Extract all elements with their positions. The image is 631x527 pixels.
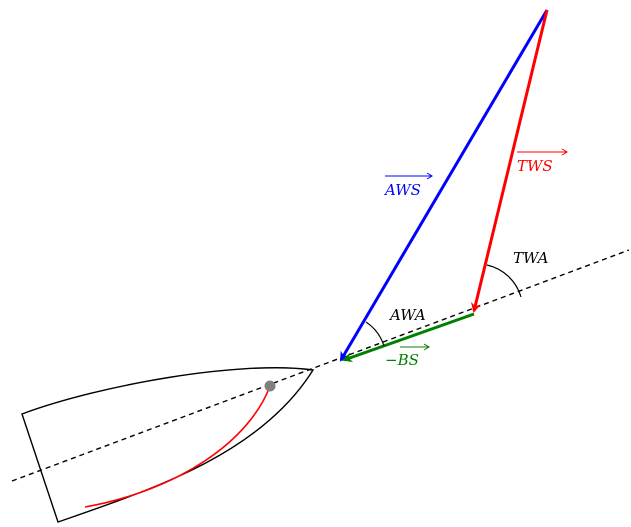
boat-hull: [21, 367, 315, 523]
boat-sail: [84, 385, 271, 508]
bs-label: −BS: [385, 351, 419, 369]
boat-centerline: [11, 249, 630, 482]
aws-label: AWS: [383, 181, 421, 199]
aws-vector: [339, 9, 549, 362]
twa-angle-arc: [486, 264, 522, 298]
tws-label: TWS: [517, 157, 553, 175]
tws-label-group: TWS: [517, 148, 568, 175]
twa-label: TWA: [513, 249, 549, 267]
aws-label-group: AWS: [383, 172, 433, 199]
bs-vector: [342, 312, 475, 363]
bs-label-group: −BS: [385, 343, 430, 369]
tws-vector: [471, 9, 549, 313]
awa-angle-arc: [365, 321, 385, 347]
boat-mast: [264, 380, 276, 392]
awa-label: AWA: [388, 306, 426, 324]
